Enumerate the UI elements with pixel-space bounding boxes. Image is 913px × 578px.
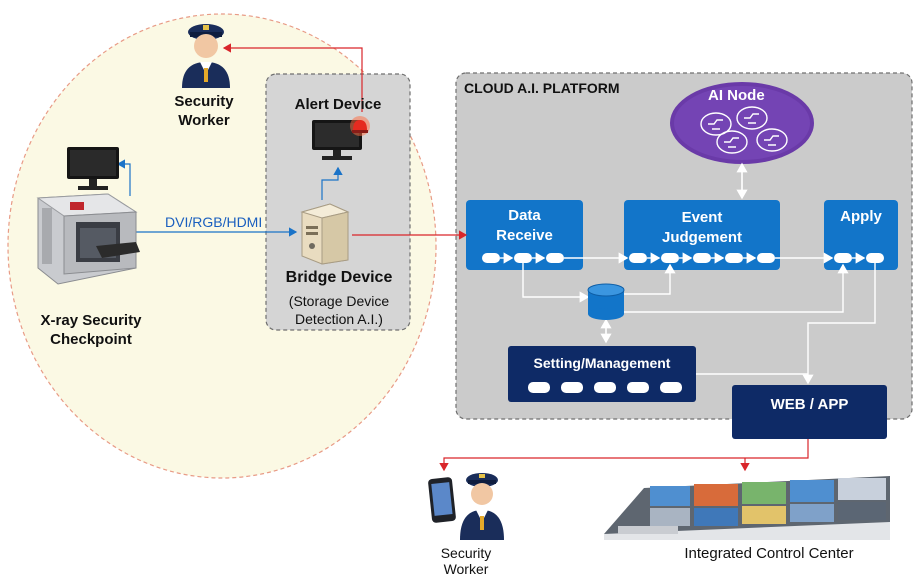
database-icon bbox=[587, 283, 625, 320]
security-worker-bottom-label-1: Security bbox=[440, 545, 492, 561]
security-worker-top-label-2: Worker bbox=[178, 112, 230, 129]
bridge-panel bbox=[265, 73, 411, 331]
security-guard-icon bbox=[460, 473, 504, 540]
platform-title: CLOUD A.I. PLATFORM bbox=[464, 80, 620, 96]
bridge-sub-label-1: (Storage Device bbox=[288, 293, 390, 309]
control-room-icon bbox=[604, 476, 890, 540]
cable-label: DVI/RGB/HDMI bbox=[165, 214, 263, 230]
setting-management-label: Setting/Management bbox=[533, 355, 671, 371]
security-worker-bottom-label-2: Worker bbox=[443, 561, 489, 577]
alert-device-label: Alert Device bbox=[294, 96, 382, 113]
xray-scanner-icon bbox=[36, 193, 140, 285]
xray-label-1: X-ray Security bbox=[40, 312, 142, 329]
ai-node-label: AI Node bbox=[708, 87, 765, 104]
security-guard-icon bbox=[182, 24, 230, 88]
ai-node bbox=[670, 82, 814, 164]
bridge-sub-label-2: Detection A.I.) bbox=[295, 311, 383, 327]
setting-management-module: Setting/Management bbox=[508, 346, 696, 402]
alarm-light-icon bbox=[312, 116, 370, 160]
server-icon bbox=[300, 203, 350, 265]
xray-label-2: Checkpoint bbox=[50, 331, 132, 348]
apply-label: Apply bbox=[840, 208, 882, 225]
web-app-module: WEB / APP bbox=[732, 385, 887, 439]
data-receive-label-2: Receive bbox=[496, 227, 553, 244]
security-worker-top-label-1: Security bbox=[174, 93, 234, 110]
web-app-label: WEB / APP bbox=[770, 396, 849, 413]
brain-icon bbox=[700, 106, 788, 154]
bridge-device-label: Bridge Device bbox=[285, 269, 393, 286]
event-judgement-label-2: Judgement bbox=[661, 229, 742, 246]
control-center-label: Integrated Control Center bbox=[684, 545, 854, 562]
smartphone-icon bbox=[428, 473, 504, 540]
data-receive-label-1: Data bbox=[508, 207, 541, 224]
monitor-icon bbox=[67, 147, 119, 190]
event-judgement-label-1: Event bbox=[681, 209, 723, 226]
